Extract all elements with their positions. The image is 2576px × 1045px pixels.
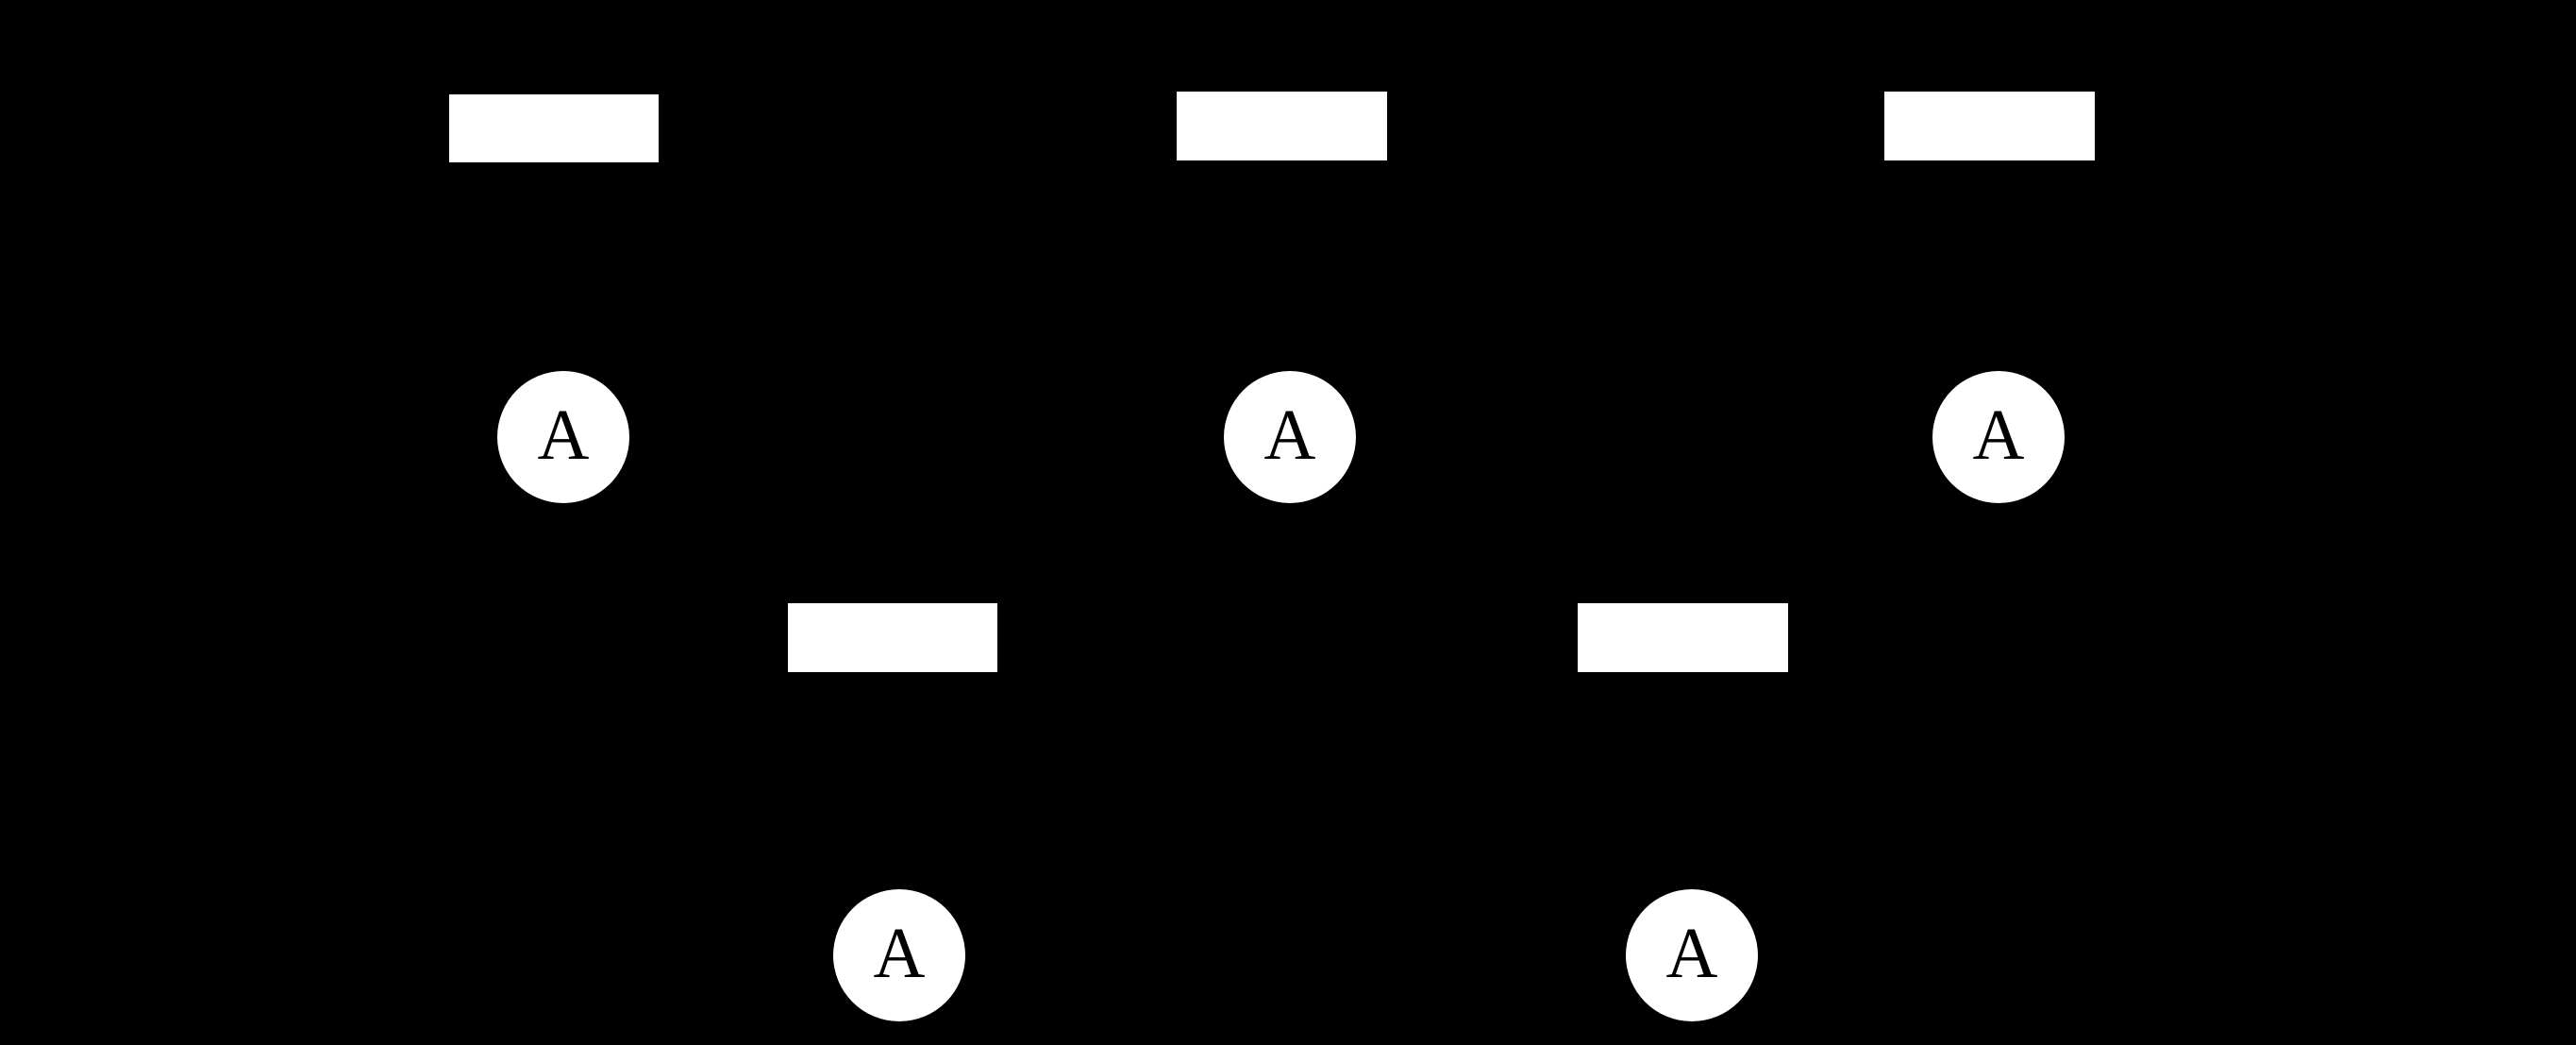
diagram-node-circle[interactable]: A <box>1224 371 1356 503</box>
diagram-node-rectangle[interactable] <box>1177 92 1387 160</box>
diagram-node-rectangle[interactable] <box>1884 92 2095 160</box>
diagram-node-label: A <box>537 396 590 475</box>
diagram-node-label: A <box>873 914 926 993</box>
diagram-node-label: A <box>1972 396 2025 475</box>
diagram-node-rectangle[interactable] <box>1578 603 1788 672</box>
diagram-node-circle[interactable]: A <box>1932 371 2065 503</box>
diagram-node-rectangle[interactable] <box>788 603 997 672</box>
diagram-node-rectangle[interactable] <box>449 94 659 162</box>
diagram-node-circle[interactable]: A <box>497 371 629 503</box>
diagram-node-label: A <box>1263 396 1316 475</box>
diagram-node-circle[interactable]: A <box>1626 889 1758 1021</box>
diagram-node-label: A <box>1665 914 1718 993</box>
diagram-node-circle[interactable]: A <box>833 889 965 1021</box>
